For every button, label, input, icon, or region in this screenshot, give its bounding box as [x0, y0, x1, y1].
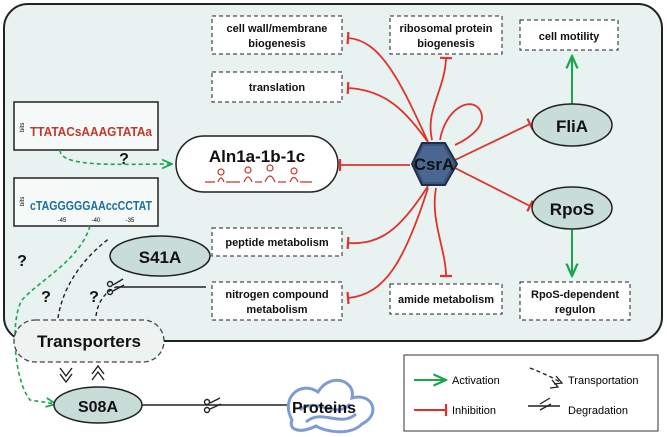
regulation-dashed-arrows: [14, 149, 172, 404]
scissors-icon-2: [203, 397, 222, 414]
box-ribosomal: ribosomal protein biogenesis: [389, 15, 503, 55]
motif-logo-1: bits TTATACsAAAGTATAa: [13, 101, 159, 151]
box-translation-label: translation: [249, 82, 306, 94]
motif-logo-2-tick-1: -45: [58, 218, 67, 224]
box-rpos-regulon-line1: RpoS-dependent: [531, 289, 619, 301]
s41a-node: S41A: [109, 235, 211, 277]
rpos-label: RpoS: [550, 200, 594, 219]
scissors-icon: [106, 278, 125, 296]
proteins-label: Proteins: [292, 400, 356, 417]
box-rpos-regulon-line2: regulon: [555, 304, 596, 316]
box-cell-motility-label: cell motility: [539, 31, 600, 43]
aln-node: Aln1a-1b-1c: [175, 135, 339, 193]
box-cell-motility: cell motility: [519, 19, 619, 51]
transporters-node: Transporters: [13, 319, 165, 363]
motif-logo-2-axis: bits: [20, 197, 26, 206]
box-peptide-label: peptide metabolism: [225, 237, 329, 249]
legend: Activation Inhibition Transportation Deg…: [403, 354, 659, 432]
transporters-label: Transporters: [37, 332, 141, 351]
box-rpos-regulon: RpoS-dependent regulon: [519, 281, 631, 321]
box-peptide: peptide metabolism: [211, 227, 343, 257]
s08a-node: S08A: [53, 386, 143, 424]
legend-transportation: Transportation: [568, 375, 639, 387]
motif-logo-2-tick-3: -35: [126, 218, 135, 224]
box-amide-label: amide metabolism: [398, 294, 494, 306]
box-nitrogen-line1: nitrogen compound: [225, 289, 328, 301]
box-nitrogen: nitrogen compound metabolism: [211, 281, 343, 321]
box-translation: translation: [211, 71, 343, 103]
transport-chevrons: [59, 364, 105, 384]
rpos-node: RpoS: [531, 186, 613, 230]
box-cell-wall-line2: biogenesis: [248, 38, 305, 50]
box-ribosomal-line1: ribosomal protein: [400, 23, 493, 35]
box-amide: amide metabolism: [389, 283, 503, 315]
legend-activation: Activation: [452, 375, 500, 387]
csra-node: CsrA: [410, 142, 459, 186]
box-nitrogen-line2: metabolism: [246, 304, 307, 316]
aln-label: Aln1a-1b-1c: [209, 147, 305, 166]
inhibition-edges: [338, 31, 534, 305]
transport-dashed-curves: [57, 237, 117, 319]
box-ribosomal-line2: biogenesis: [417, 38, 474, 50]
motif-logo-1-axis: bits: [20, 123, 26, 132]
motif-logo-2-tick-2: -40: [92, 218, 101, 224]
box-cell-wall-line1: cell wall/membrane: [227, 23, 328, 35]
legend-degradation: Degradation: [568, 405, 628, 417]
protein-blob-icon: [286, 378, 375, 434]
legend-inhibition: Inhibition: [452, 405, 496, 417]
flia-label: FliA: [556, 117, 588, 136]
rna-structure-icon: [205, 164, 312, 183]
question-mark-3: ?: [41, 289, 51, 306]
question-mark-1: ?: [119, 151, 129, 168]
motif-logo-2: bits cTAGGGGGAAccCCTAT -45 -40 -35: [13, 177, 159, 227]
motif-logo-2-letters: cTAGGGGGAAccCCTAT: [30, 198, 152, 213]
flia-node: FliA: [531, 103, 613, 147]
s08a-label: S08A: [78, 399, 118, 416]
motif-logo-1-letters: TTATACsAAAGTATAa: [30, 124, 153, 139]
question-mark-2: ?: [17, 253, 27, 270]
csra-label: CsrA: [414, 155, 455, 174]
question-mark-4: ?: [89, 289, 99, 306]
box-cell-wall: cell wall/membrane biogenesis: [211, 15, 343, 55]
s41a-label: S41A: [139, 248, 182, 267]
